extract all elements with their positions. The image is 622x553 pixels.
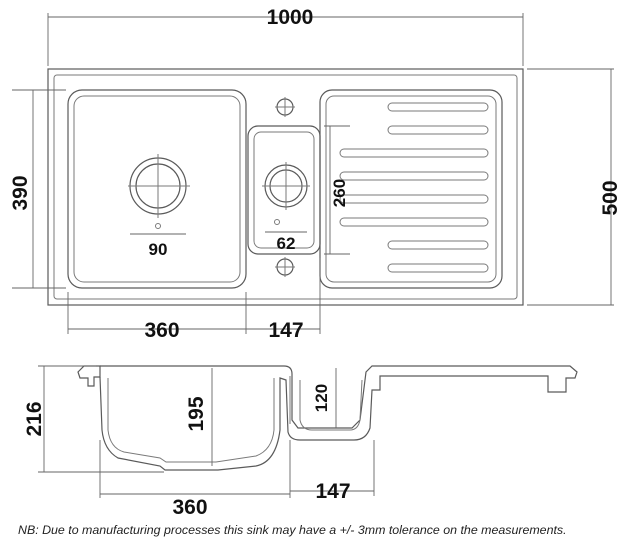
half-bowl-length-label: 260 [330,179,349,207]
overall-length-label: 1000 [267,6,314,29]
tolerance-note: NB: Due to manufacturing processes this … [18,523,567,537]
drainer-groove [387,125,489,135]
main-bowl-width-label: 360 [144,319,179,342]
overall-depth-label: 216 [23,401,46,436]
section-view: 216 195 120 360 147 [23,365,578,519]
section-half-width-label: 147 [315,480,350,503]
main-overflow [155,223,161,229]
drainer-groove [339,148,489,158]
main-bowl [67,89,247,289]
drainer-groove [339,217,489,227]
half-bowl-width-label: 147 [268,319,303,342]
drainer-groove [339,171,489,181]
drainer [319,89,503,289]
section-main-width-label: 360 [172,496,207,519]
plan-view: 1000 500 390 360 147 90 62 260 [9,6,622,342]
sink-outline [47,68,524,306]
drainer-groove [339,194,489,204]
main-bowl-length-label: 390 [9,175,32,210]
sink-rim [53,74,518,300]
half-waste-label: 62 [277,234,296,253]
drainer-groove [387,240,489,250]
drainer-grooves [339,102,489,273]
sink-profile [77,365,101,387]
half-bowl-depth-label: 120 [312,384,331,412]
drainer-groove [387,263,489,273]
drainer-inner [325,95,497,283]
drainer-groove [387,102,489,112]
main-bowl-depth-label: 195 [185,396,208,431]
half-bowl-inner [253,131,315,249]
main-waste-label: 90 [149,240,168,259]
overall-width-label: 500 [599,180,622,215]
half-overflow [274,219,280,225]
main-bowl-inner [73,95,241,283]
